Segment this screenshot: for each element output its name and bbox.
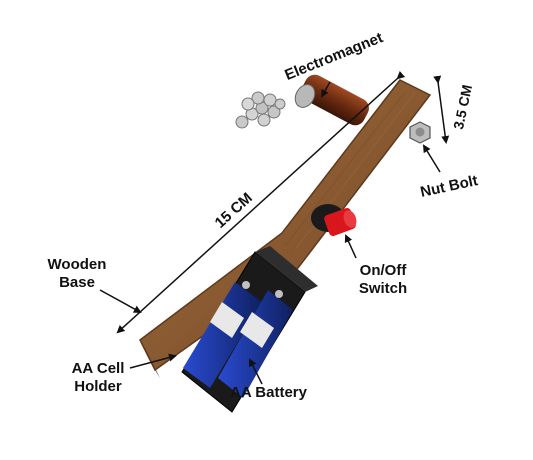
base-label: Wooden Base: [42, 256, 112, 292]
width-dimension-line: [433, 75, 450, 144]
nut-bolt-arrow: [422, 144, 441, 173]
electromagnet-coil: [294, 74, 369, 126]
electromagnet-arrow: [321, 81, 331, 98]
length-dimension-line: [116, 71, 406, 334]
holder-label-line2: Holder: [74, 378, 122, 395]
base-label-line1: Wooden: [47, 256, 107, 273]
holder-label-line1: AA Cell: [71, 360, 125, 377]
nuts-pile: [235, 91, 286, 129]
holder-arrow: [129, 353, 177, 369]
battery-arrow: [249, 358, 263, 385]
switch-arrow: [344, 234, 357, 259]
switch-label-line1: On/Off: [359, 262, 407, 279]
holder-label: AA Cell Holder: [60, 360, 136, 396]
switch-label: On/Off Switch: [348, 262, 418, 298]
battery-label: AA Battery: [230, 384, 307, 401]
base-label-line2: Base: [59, 274, 95, 291]
base-arrow: [99, 289, 142, 313]
switch-label-line2: Switch: [358, 280, 408, 297]
wooden-base: [139, 79, 432, 378]
nut-bolt: [409, 121, 431, 144]
